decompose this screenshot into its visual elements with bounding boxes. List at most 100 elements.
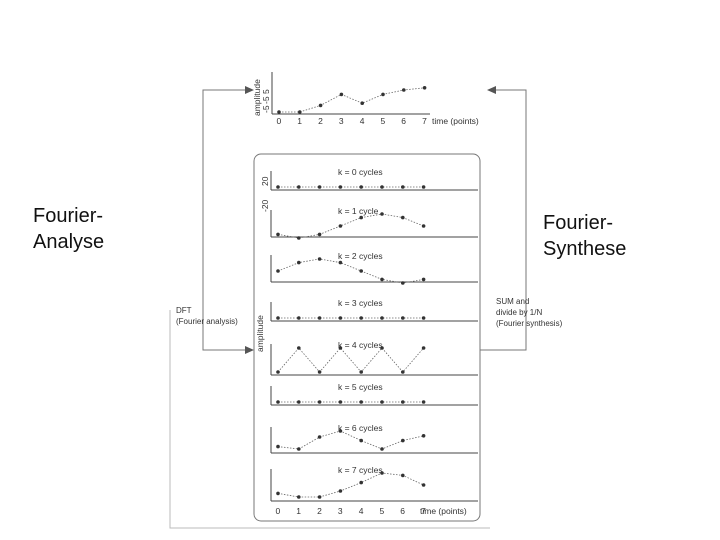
component-4-point-1 [297, 346, 301, 350]
component-row-4: k = 4 cycles [270, 340, 478, 376]
top-x-tick-6: 6 [401, 116, 406, 126]
top-point-6 [402, 88, 406, 92]
component-row-1: k = 1 cycle [270, 206, 478, 240]
component-4-point-2 [317, 370, 322, 374]
component-7-point-1 [297, 495, 301, 499]
component-1-point-0 [276, 232, 280, 237]
component-5-point-6 [401, 400, 405, 404]
component-4-point-4 [359, 370, 364, 374]
sum-note-line-1: SUM and [496, 297, 529, 306]
component-5-point-0 [276, 400, 280, 404]
component-6-point-1 [297, 447, 301, 451]
component-2-point-7 [421, 277, 426, 282]
dft-note-line-2: (Fourier analysis) [176, 317, 238, 326]
component-0-point-1 [297, 185, 301, 189]
dft-note: DFT (Fourier analysis) [176, 306, 238, 326]
component-6-point-4 [359, 438, 364, 443]
component-3-point-0 [276, 316, 280, 320]
top-x-tick-4: 4 [360, 116, 365, 126]
top-point-4 [360, 101, 365, 105]
component-label-4: k = 4 cycles [338, 340, 383, 350]
component-1-point-7 [421, 224, 426, 228]
component-1-point-6 [401, 215, 405, 220]
top-point-7 [422, 86, 427, 90]
panel-x-tick-4: 4 [359, 506, 364, 516]
component-1-point-2 [317, 232, 322, 237]
component-2-point-5 [380, 277, 384, 282]
component-4-point-5 [380, 346, 384, 350]
panel-y-tick-1: -20 [260, 199, 270, 212]
component-3-point-5 [380, 316, 384, 320]
component-5-point-5 [380, 400, 384, 404]
component-0-point-6 [401, 185, 405, 189]
component-row-0: k = 0 cycles [270, 167, 478, 191]
component-2-point-2 [317, 257, 322, 261]
component-2-point-6 [401, 281, 405, 285]
component-0-point-3 [338, 185, 343, 189]
arrow-into-panel-icon [245, 346, 254, 354]
panel-x-label: time (points) [420, 506, 467, 516]
panel-y-tick-labels: 20 -20 [260, 176, 270, 212]
component-7-point-6 [401, 473, 405, 478]
top-point-5 [381, 92, 385, 97]
component-2-point-0 [276, 269, 280, 273]
sum-connector [480, 89, 527, 351]
component-label-0: k = 0 cycles [338, 167, 383, 177]
component-3-point-1 [297, 316, 301, 320]
fourier-analyse-line-2: Analyse [33, 231, 105, 253]
component-row-2: k = 2 cycles [270, 251, 478, 285]
component-4-point-6 [401, 370, 405, 374]
component-0-point-0 [276, 185, 280, 189]
panel-y-tick-0: 20 [260, 176, 270, 186]
component-5-point-4 [359, 400, 364, 404]
component-label-6: k = 6 cycles [338, 423, 383, 433]
component-6-point-5 [380, 447, 384, 451]
component-row-7: k = 7 cycles [270, 465, 478, 502]
component-6-point-3 [338, 429, 343, 433]
component-label-2: k = 2 cycles [338, 251, 383, 261]
component-3-point-4 [359, 316, 364, 320]
component-5-point-1 [297, 400, 301, 404]
component-6-point-7 [421, 434, 426, 438]
panel-x-tick-5: 5 [380, 506, 385, 516]
component-label-5: k = 5 cycles [338, 382, 383, 392]
top-y-tick-labels: 5-5-5 [261, 89, 271, 113]
component-line-4 [277, 347, 424, 373]
component-1-point-1 [297, 236, 301, 240]
component-7-point-5 [380, 471, 384, 475]
top-x-tick-5: 5 [381, 116, 386, 126]
dft-connector [202, 89, 247, 351]
component-5-point-3 [338, 400, 343, 404]
top-signal-points [277, 86, 427, 114]
component-line-1 [277, 213, 424, 239]
panel-x-tick-1: 1 [296, 506, 301, 516]
fourier-synthese-line-1: Fourier- [543, 212, 614, 234]
top-point-3 [339, 92, 344, 97]
panel-x-tick-7: 7 [421, 506, 426, 516]
panel-x-tick-6: 6 [400, 506, 405, 516]
component-1-point-3 [338, 224, 343, 228]
component-5-point-7 [421, 400, 426, 404]
component-line-7 [277, 472, 424, 498]
top-y-label: amplitude [252, 79, 262, 116]
top-x-label: time (points) [432, 116, 479, 126]
component-7-point-7 [421, 483, 426, 487]
component-5-point-2 [317, 400, 322, 404]
fourier-synthese-label: Fourier- Synthese [543, 210, 626, 262]
sum-note-line-2: divide by 1/N [496, 308, 542, 317]
top-point-1 [298, 110, 302, 114]
lower-frame-line [169, 310, 490, 529]
fourier-analyse-line-1: Fourier- [33, 205, 104, 227]
arrowheads [245, 86, 496, 354]
panel-border [253, 153, 481, 522]
component-line-6 [277, 430, 424, 450]
component-label-7: k = 7 cycles [338, 465, 383, 475]
arrow-into-top-plot-icon [245, 86, 254, 94]
component-2-point-3 [338, 260, 343, 265]
arrow-into-top-plot-right-icon [487, 86, 496, 94]
component-2-point-1 [297, 260, 301, 265]
